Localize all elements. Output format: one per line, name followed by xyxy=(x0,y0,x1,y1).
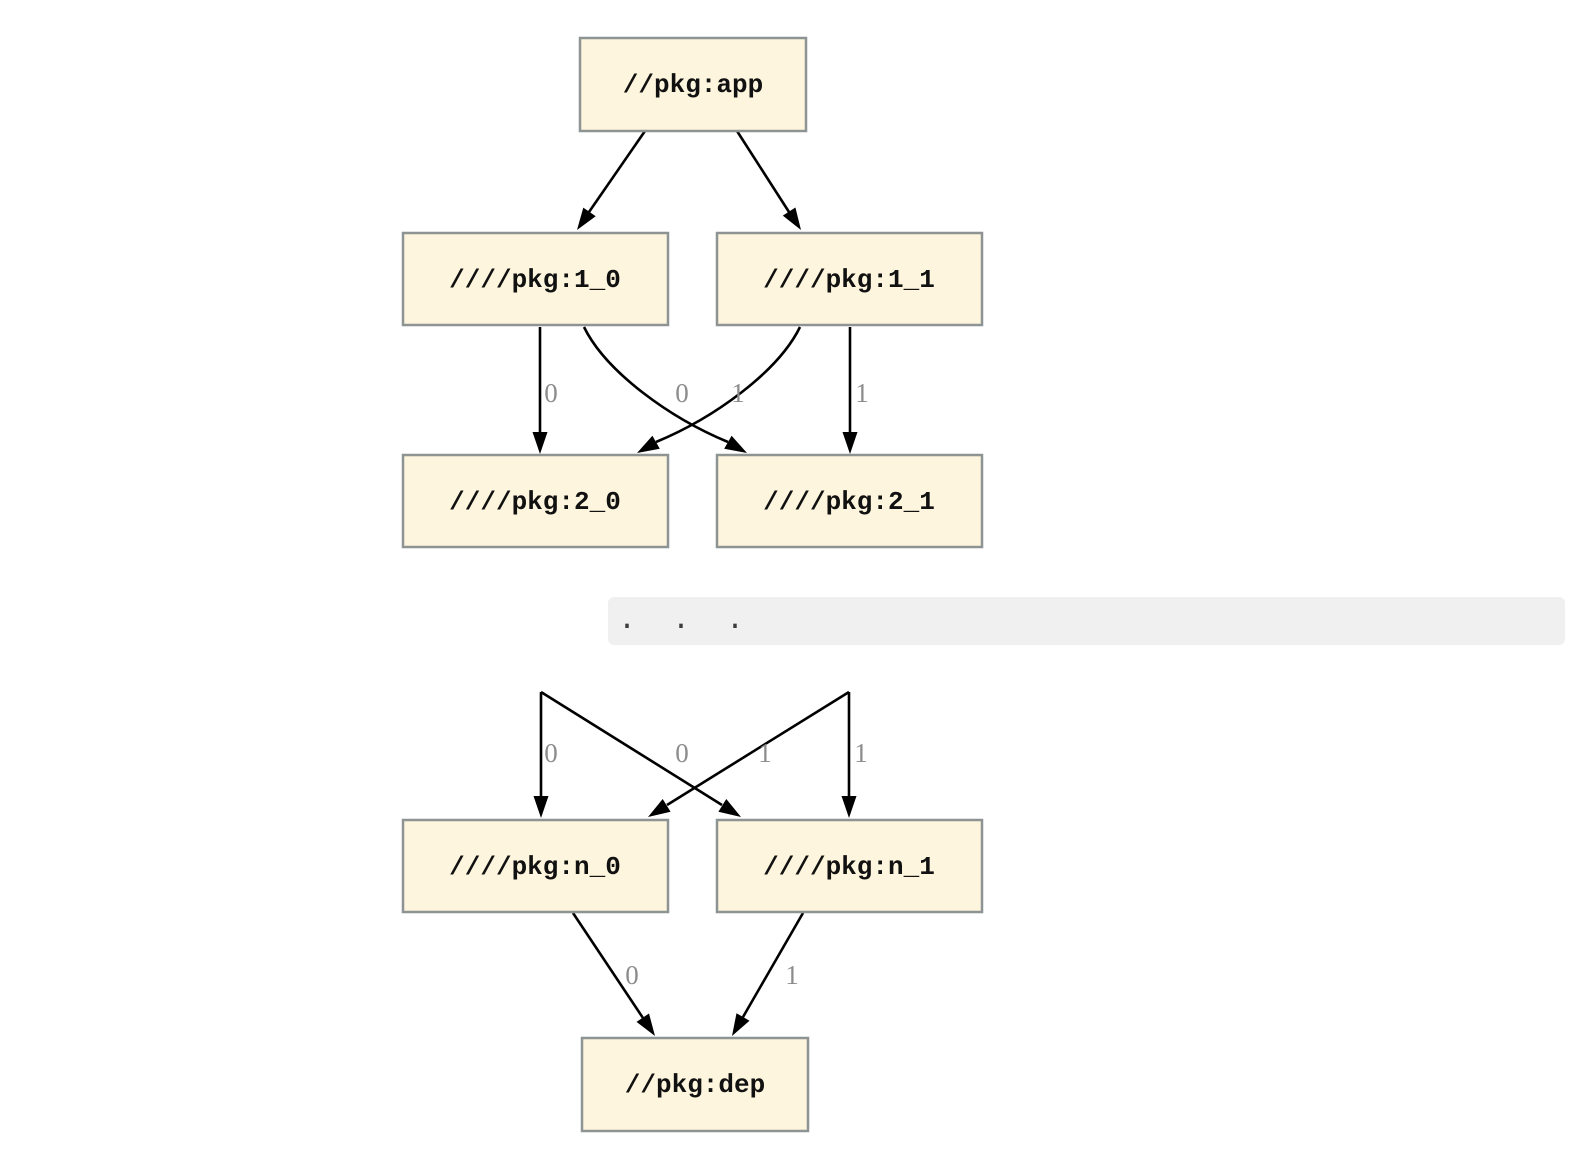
node-label: ////pkg:n_0 xyxy=(449,852,621,882)
arrowhead xyxy=(732,1013,750,1036)
node-label: //pkg:dep xyxy=(625,1070,765,1100)
edge-label: 0 xyxy=(544,378,558,408)
edge-n-0-to-dep xyxy=(571,912,655,1036)
arrowhead xyxy=(533,796,549,818)
edge-label: 0 xyxy=(675,738,689,768)
arrowhead xyxy=(782,207,801,230)
node-pkg-1-0: ////pkg:1_0 xyxy=(401,231,670,327)
edge-1-1-to-2-1 xyxy=(842,327,858,454)
edge-label: 1 xyxy=(855,378,869,408)
edge-1-0-to-2-0 xyxy=(532,327,548,454)
arrowhead xyxy=(841,796,857,818)
node-pkg-2-1: ////pkg:2_1 xyxy=(715,453,984,549)
node-label: ////pkg:1_1 xyxy=(763,265,935,295)
edge-1-0-to-2-1 xyxy=(582,326,747,453)
edge-app-to-1-0 xyxy=(577,130,647,230)
arrowhead xyxy=(637,435,660,453)
node-pkg-n-0: ////pkg:n_0 xyxy=(401,818,670,914)
node-pkg-app: //pkg:app xyxy=(578,36,808,133)
arrowhead xyxy=(577,207,596,230)
top-graph: 0 0 1 1 //pkg:app ////pkg:1_0 ////pkg:1_… xyxy=(401,36,984,549)
node-label: ////pkg:2_1 xyxy=(763,487,935,517)
edge-label: 0 xyxy=(675,378,689,408)
arrowhead xyxy=(842,432,858,454)
edge-prev1-to-n-1 xyxy=(841,692,857,818)
edge-1-1-to-2-0 xyxy=(637,326,802,453)
edge-prev0-to-n-1 xyxy=(540,690,741,817)
node-pkg-1-1: ////pkg:1_1 xyxy=(715,231,984,327)
arrowhead xyxy=(718,799,741,817)
edge-label: 0 xyxy=(625,960,639,990)
edge-label: 1 xyxy=(758,738,772,768)
arrowhead xyxy=(532,432,548,454)
edge-n-1-to-dep xyxy=(732,912,805,1036)
ellipsis-code-bar: . . . xyxy=(608,597,1565,645)
node-label: ////pkg:2_0 xyxy=(449,487,621,517)
edge-label: 0 xyxy=(544,738,558,768)
edge-prev0-to-n-0 xyxy=(533,692,549,818)
ellipsis-text: . . . xyxy=(618,604,745,638)
bottom-graph: 0 0 1 1 0 1 ////pkg:n_0 xyxy=(401,690,984,1133)
node-pkg-2-0: ////pkg:2_0 xyxy=(401,453,670,549)
edge-label: 1 xyxy=(854,738,868,768)
node-label: //pkg:app xyxy=(623,70,763,100)
arrowhead xyxy=(648,799,671,817)
edge-label: 1 xyxy=(785,960,799,990)
edge-prev1-to-n-0 xyxy=(648,690,850,817)
arrowhead xyxy=(636,1013,655,1036)
node-label: ////pkg:1_0 xyxy=(449,265,621,295)
arrowhead xyxy=(724,435,747,453)
node-pkg-dep: //pkg:dep xyxy=(580,1036,810,1133)
edge-label: 1 xyxy=(731,378,745,408)
node-label: ////pkg:n_1 xyxy=(763,852,935,882)
edge-app-to-1-1 xyxy=(735,130,801,230)
node-pkg-n-1: ////pkg:n_1 xyxy=(715,818,984,914)
